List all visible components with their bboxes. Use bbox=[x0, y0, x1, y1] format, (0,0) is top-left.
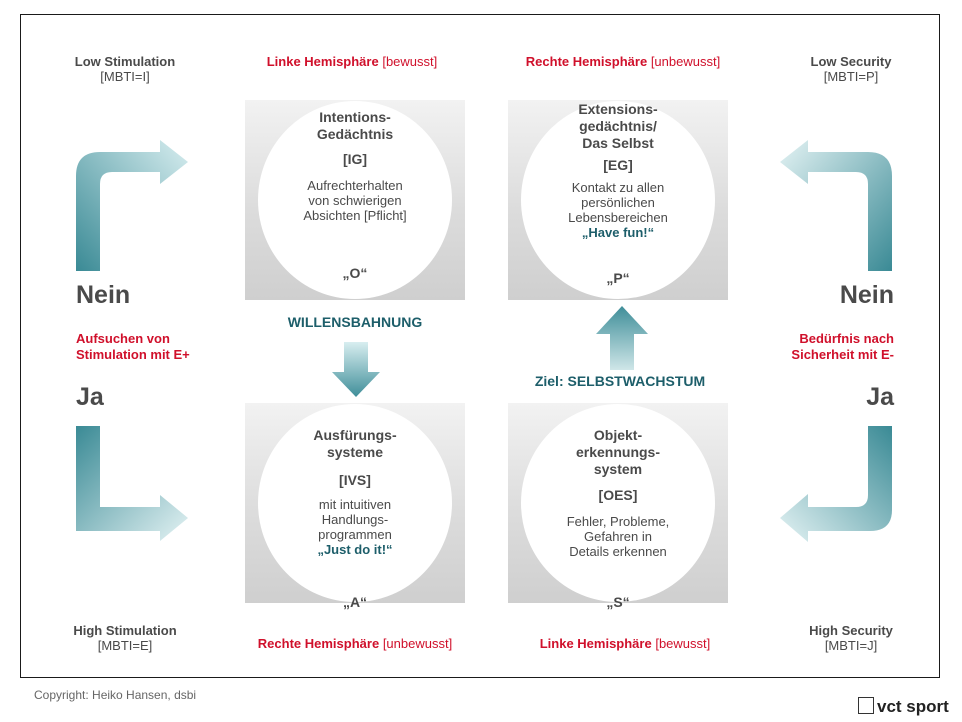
system-description: von schwierigen bbox=[308, 193, 402, 208]
corner-bottom-right: High Security [MBTI=J] bbox=[786, 623, 916, 653]
eg-circle: Extensions- gedächtnis/ Das Selbst [EG] … bbox=[521, 101, 715, 299]
system-title: Das Selbst bbox=[582, 135, 654, 151]
system-description: Absichten [Pflicht] bbox=[303, 208, 407, 223]
corner-sub: [MBTI=E] bbox=[97, 638, 153, 653]
system-title: systeme bbox=[326, 444, 384, 460]
vct-sport-logo: vct sport bbox=[858, 697, 949, 717]
system-code: [IVS] bbox=[339, 472, 371, 488]
corner-top-right: Low Security [MBTI=P] bbox=[786, 54, 916, 84]
slide-frame bbox=[20, 14, 940, 678]
selbstwachstum-label: Ziel: SELBSTWACHSTUM bbox=[534, 373, 706, 389]
hemisphere-mode: [unbewusst] bbox=[650, 54, 721, 69]
system-description: Gefahren in bbox=[584, 529, 652, 544]
system-title: Ausfürungs- bbox=[313, 427, 397, 443]
system-motto: „Have fun!“ bbox=[581, 225, 655, 240]
text-line: Stimulation mit E+ bbox=[76, 347, 190, 362]
hemisphere-mode: [bewusst] bbox=[655, 636, 711, 651]
left-nein: Nein bbox=[76, 281, 131, 309]
willensbahnung-arrow bbox=[332, 342, 380, 397]
ivs-circle: Ausfürungs- systeme [IVS] mit intuitiven… bbox=[258, 404, 452, 610]
selbstwachstum-arrow bbox=[596, 306, 648, 370]
system-description: persönlichen bbox=[581, 195, 655, 210]
system-letter: „O“ bbox=[342, 265, 368, 281]
hemisphere-top-right: Rechte Hemisphäre [unbewusst] bbox=[498, 54, 748, 70]
system-motto: „Just do it!“ bbox=[317, 542, 393, 557]
hemisphere-name: Rechte Hemisphäre bbox=[525, 54, 648, 69]
system-description: programmen bbox=[318, 527, 392, 542]
ivs-panel: Ausfürungs- systeme [IVS] mit intuitiven… bbox=[245, 403, 465, 610]
corner-sub: [MBTI=J] bbox=[824, 638, 878, 653]
logo-text: vct sport bbox=[877, 697, 949, 716]
system-letter: „A“ bbox=[342, 594, 368, 610]
right-nein: Nein bbox=[839, 281, 894, 309]
hemisphere-name: Linke Hemisphäre bbox=[539, 636, 652, 651]
right-lower-arrow bbox=[780, 426, 892, 542]
hemisphere-name: Rechte Hemisphäre bbox=[257, 636, 380, 651]
oes-circle: Objekt- erkennungs- system [OES] Fehler,… bbox=[521, 404, 715, 610]
left-stimulation-text: Aufsuchen von Stimulation mit E+ bbox=[76, 331, 190, 363]
corner-title: Low Stimulation bbox=[74, 54, 176, 69]
right-ja: Ja bbox=[866, 383, 894, 411]
system-description: Lebensbereichen bbox=[568, 210, 668, 225]
text-line: Bedürfnis nach bbox=[799, 331, 894, 346]
system-title: Objekt- bbox=[593, 427, 643, 443]
system-title: erkennungs- bbox=[575, 444, 660, 460]
system-letter: „S“ bbox=[606, 594, 630, 610]
hemisphere-bottom-right: Linke Hemisphäre [bewusst] bbox=[500, 636, 750, 652]
corner-sub: [MBTI=P] bbox=[823, 69, 879, 84]
oes-panel: Objekt- erkennungs- system [OES] Fehler,… bbox=[508, 403, 728, 610]
hemisphere-name: Linke Hemisphäre bbox=[266, 54, 379, 69]
corner-title: Low Security bbox=[810, 54, 892, 69]
text-line: Sicherheit mit E- bbox=[791, 347, 894, 362]
left-lower-arrow bbox=[76, 426, 188, 541]
corner-top-left: Low Stimulation [MBTI=I] bbox=[60, 54, 190, 84]
system-title: Extensions- bbox=[578, 101, 658, 117]
corner-sub: [MBTI=I] bbox=[100, 69, 150, 84]
system-letter: „P“ bbox=[606, 270, 630, 286]
system-description: Fehler, Probleme, bbox=[566, 514, 670, 529]
text-line: Aufsuchen von bbox=[76, 331, 170, 346]
system-description: Kontakt zu allen bbox=[571, 180, 665, 195]
left-ja: Ja bbox=[76, 383, 104, 411]
hemisphere-mode: [bewusst] bbox=[382, 54, 438, 69]
copyright-text: Copyright: Heiko Hansen, dsbi bbox=[34, 688, 197, 702]
system-description: Handlungs- bbox=[321, 512, 389, 527]
system-code: [EG] bbox=[603, 157, 633, 173]
right-upper-arrow bbox=[780, 140, 892, 271]
right-security-text: Bedürfnis nach Sicherheit mit E- bbox=[734, 331, 894, 363]
system-title: gedächtnis/ bbox=[579, 118, 657, 134]
ig-panel: Intentions- Gedächtnis [IG] Aufrechterha… bbox=[245, 100, 465, 300]
ig-circle: Intentions- Gedächtnis [IG] Aufrechterha… bbox=[258, 101, 452, 299]
system-title: system bbox=[593, 461, 643, 477]
system-code: [IG] bbox=[342, 151, 368, 167]
corner-title: High Security bbox=[809, 623, 893, 638]
logo-box-icon bbox=[858, 697, 874, 714]
hemisphere-top-left: Linke Hemisphäre [bewusst] bbox=[232, 54, 472, 70]
system-code: [OES] bbox=[598, 487, 638, 503]
willensbahnung-label: WILLENSBAHNUNG bbox=[287, 314, 423, 330]
system-description: Details erkennen bbox=[569, 544, 667, 559]
hemisphere-mode: [unbewusst] bbox=[382, 636, 453, 651]
eg-panel: Extensions- gedächtnis/ Das Selbst [EG] … bbox=[508, 100, 728, 300]
system-title: Intentions- bbox=[319, 109, 391, 125]
system-title: Gedächtnis bbox=[316, 126, 394, 142]
corner-title: High Stimulation bbox=[73, 623, 177, 638]
system-description: mit intuitiven bbox=[318, 497, 392, 512]
left-upper-arrow bbox=[76, 140, 188, 271]
corner-bottom-left: High Stimulation [MBTI=E] bbox=[60, 623, 190, 653]
hemisphere-bottom-left: Rechte Hemisphäre [unbewusst] bbox=[230, 636, 480, 652]
system-description: Aufrechterhalten bbox=[307, 178, 403, 193]
